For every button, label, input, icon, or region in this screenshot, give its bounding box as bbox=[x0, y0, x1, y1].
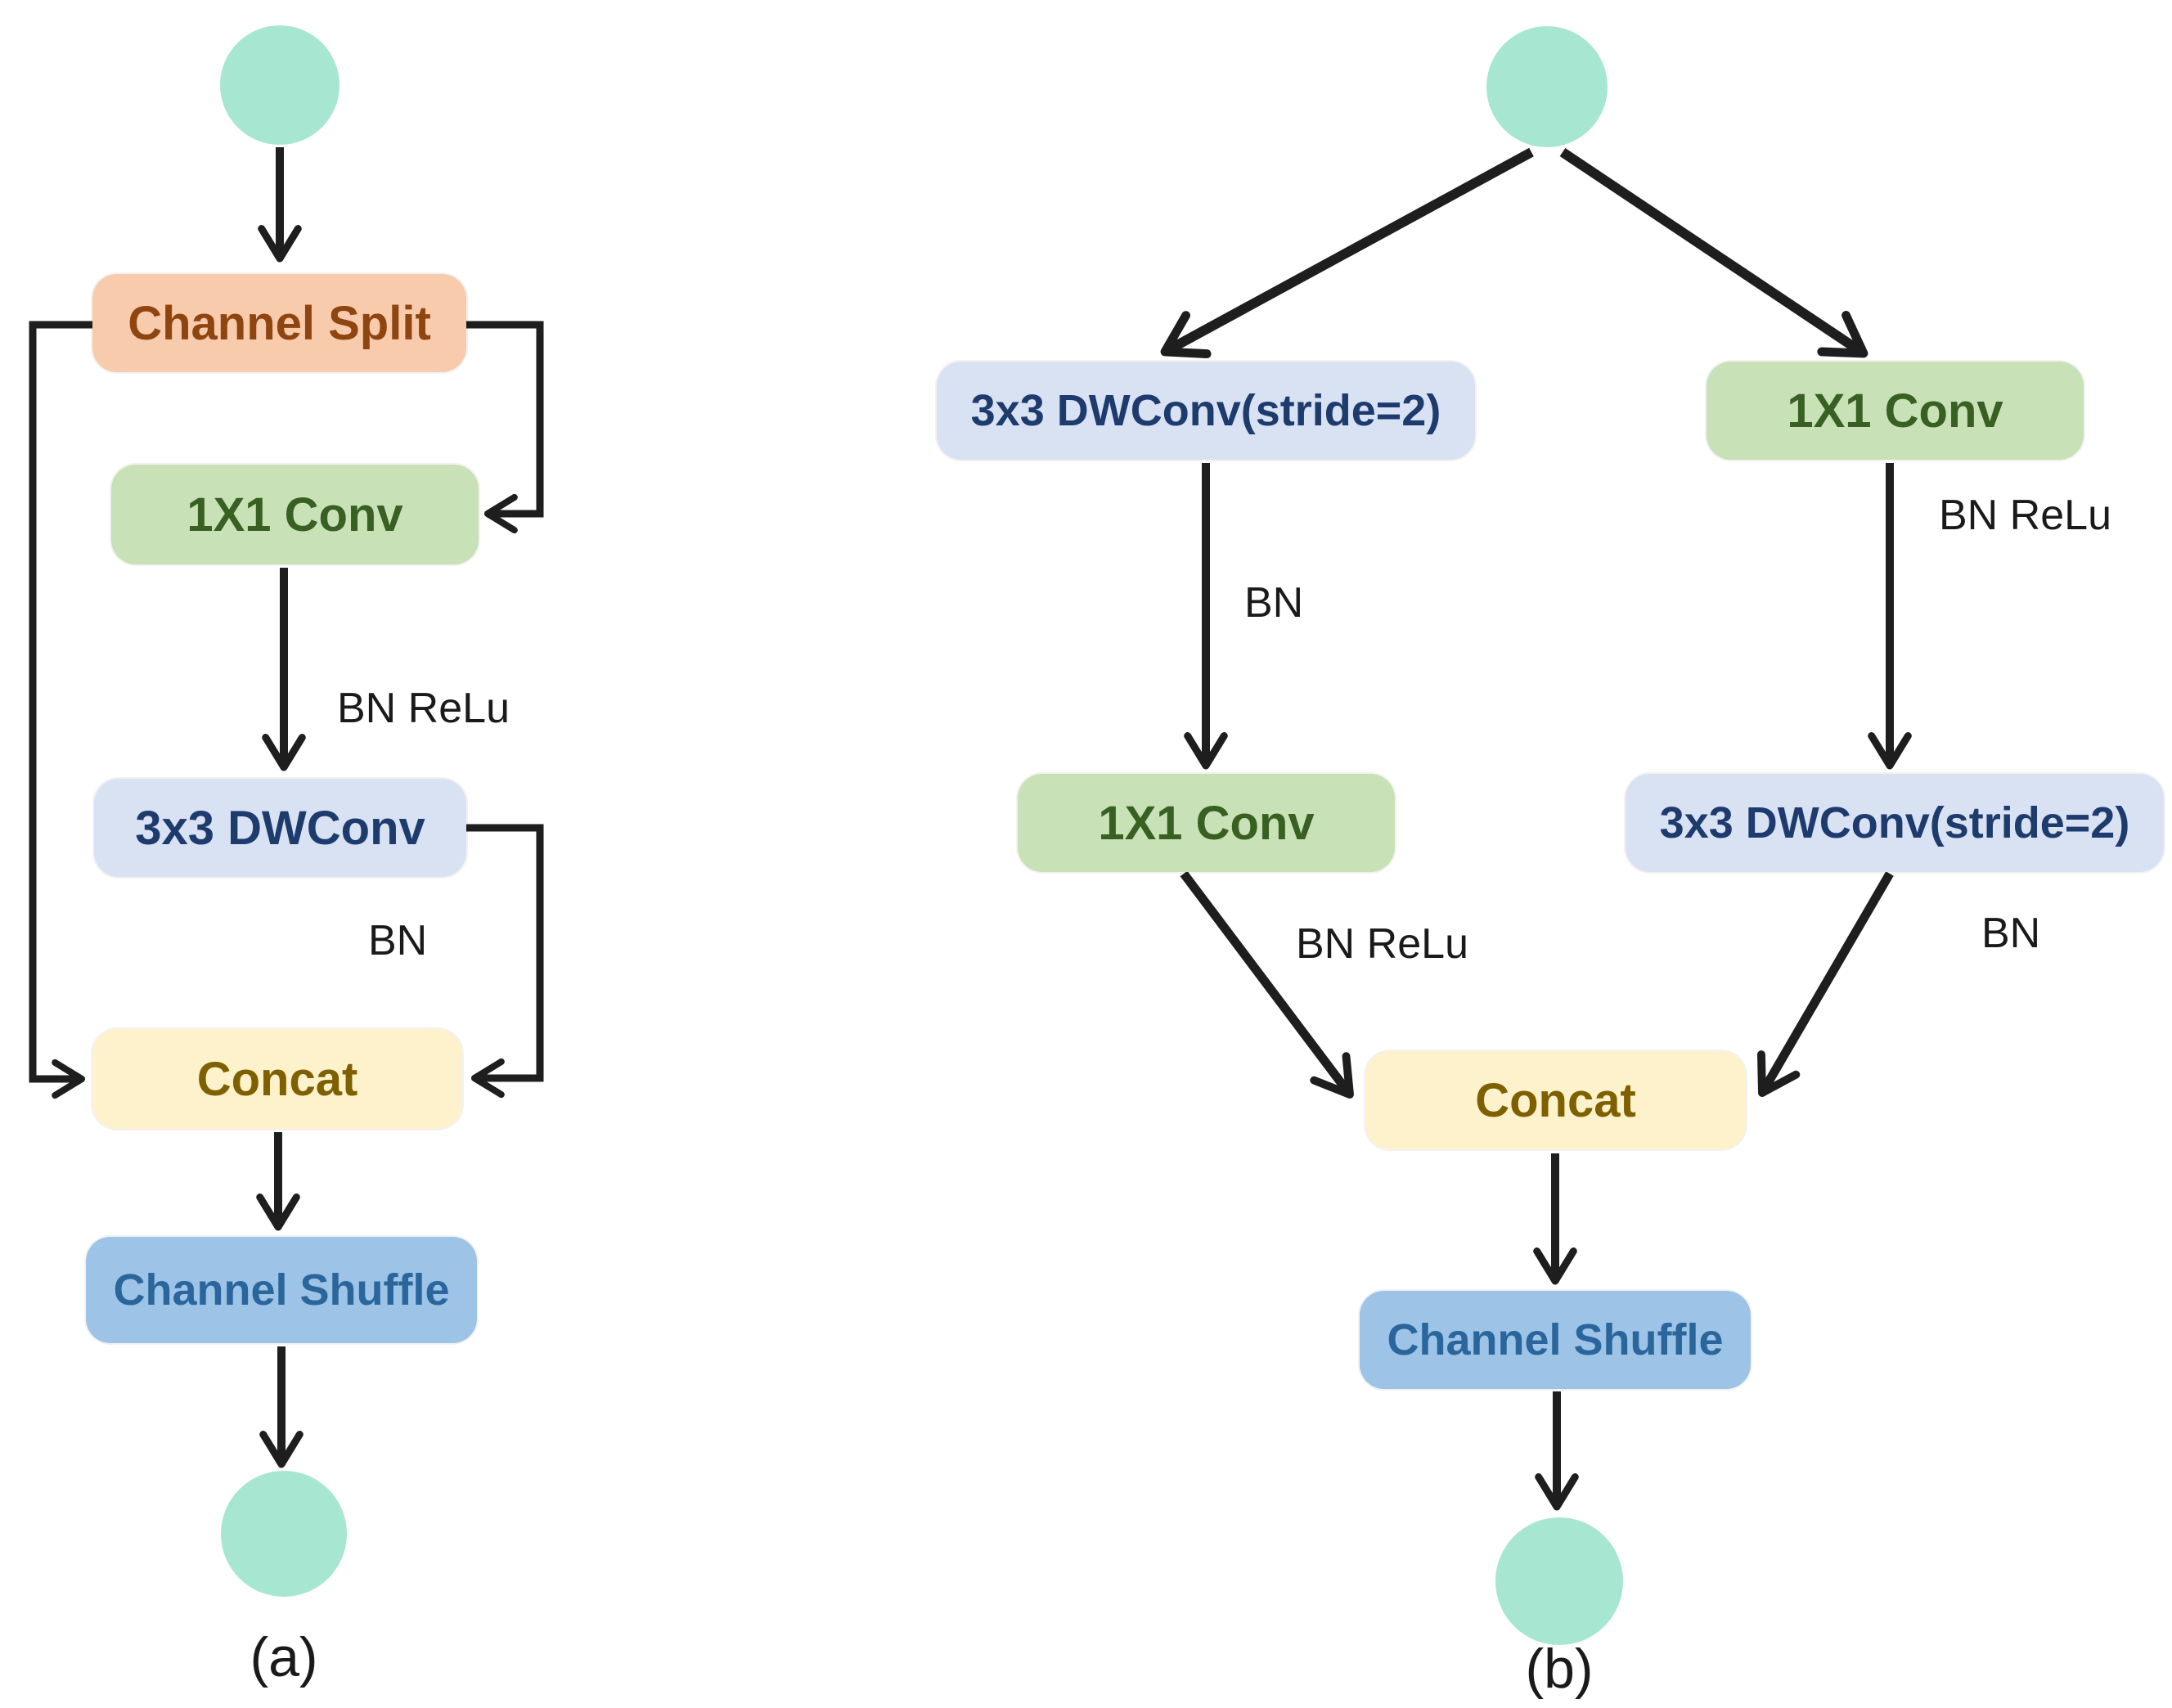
caption-a: (a) bbox=[250, 1626, 318, 1688]
channel-shuffle-label-a: Channel Shuffle bbox=[113, 1265, 450, 1315]
channel-shuffle-label-b: Channel Shuffle bbox=[1387, 1315, 1724, 1364]
arrow-dwconv-to-concat-a bbox=[466, 824, 544, 1099]
arrow-dwconv-to-concat-b-right bbox=[1757, 871, 1894, 1097]
conv1x1-box-b-left: 1X1 Conv bbox=[1018, 774, 1395, 872]
concat-label-b: Concat bbox=[1475, 1073, 1636, 1127]
channel-shuffle-box-b: Channel Shuffle bbox=[1360, 1291, 1751, 1389]
channel-split-label-a: Channel Split bbox=[128, 296, 431, 350]
dwconv-stride-box-b-right: 3x3 DWConv(stride=2) bbox=[1626, 774, 2164, 872]
bn-relu-label-a: BN ReLu bbox=[337, 685, 510, 732]
output-node-a bbox=[221, 1471, 347, 1597]
bn-label-a: BN bbox=[368, 917, 428, 964]
input-node-a bbox=[220, 25, 340, 145]
channel-shuffle-box-a: Channel Shuffle bbox=[86, 1237, 477, 1343]
dwconv-stride-label-b-left: 3x3 DWConv(stride=2) bbox=[970, 386, 1441, 435]
arrow-input-to-dwconv-b-left bbox=[1160, 147, 1534, 358]
dwconv-label-a: 3x3 DWConv bbox=[135, 801, 425, 855]
input-node-b bbox=[1486, 26, 1608, 147]
caption-b: (b) bbox=[1525, 1638, 1594, 1700]
concat-label-a: Concat bbox=[196, 1052, 358, 1106]
dwconv-box-a: 3x3 DWConv bbox=[94, 779, 466, 877]
dwconv-stride-box-b-left: 3x3 DWConv(stride=2) bbox=[937, 362, 1475, 460]
conv1x1-label-b-left: 1X1 Conv bbox=[1098, 796, 1315, 850]
arrow-skip-to-concat-a bbox=[29, 321, 92, 1099]
arrow-split-to-conv-a bbox=[466, 321, 544, 534]
dwconv-stride-label-b-right: 3x3 DWConv(stride=2) bbox=[1659, 798, 2130, 847]
arrow-conv-to-concat-b-left bbox=[1180, 870, 1354, 1099]
bn-label-b-right: BN bbox=[1981, 910, 2041, 957]
arrow-input-to-conv-b-right bbox=[1559, 148, 1868, 358]
concat-box-b: Concat bbox=[1365, 1051, 1746, 1149]
bn-label-b-left: BN bbox=[1244, 579, 1304, 627]
bn-relu-label-b-right: BN ReLu bbox=[1939, 492, 2111, 539]
conv1x1-box-a: 1X1 Conv bbox=[111, 465, 479, 564]
concat-box-a: Concat bbox=[92, 1029, 462, 1129]
channel-split-box-a: Channel Split bbox=[92, 274, 466, 372]
conv1x1-label-b-right: 1X1 Conv bbox=[1787, 384, 2003, 438]
bn-relu-label-b-left: BN ReLu bbox=[1296, 920, 1468, 968]
conv1x1-label-a: 1X1 Conv bbox=[187, 488, 403, 542]
output-node-b bbox=[1495, 1517, 1623, 1645]
conv1x1-box-b-right: 1X1 Conv bbox=[1707, 362, 2084, 460]
